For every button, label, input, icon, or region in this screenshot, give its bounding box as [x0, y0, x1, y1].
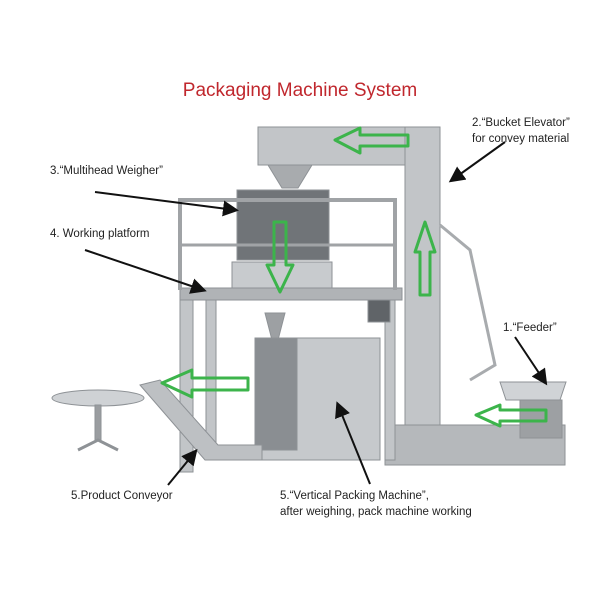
flow-arrows — [160, 126, 548, 428]
elevator-top-flow-arrow — [333, 126, 410, 155]
label-multihead-weigher: 3.“Multihead Weigher” — [50, 165, 163, 177]
machine-body — [51, 126, 567, 473]
weigher-hopper — [267, 164, 313, 189]
bucket-elevator-pointer — [448, 141, 506, 183]
label-feeder: 1.“Feeder” — [503, 322, 557, 334]
callout-arrows — [84, 141, 548, 486]
diagram-title: Packaging Machine System — [182, 80, 418, 101]
feeder-bowl — [499, 381, 567, 401]
label-product-conveyor: 5.Product Conveyor — [71, 490, 173, 502]
elevator-up-flow-arrow — [413, 220, 437, 297]
packing-machine-pointer — [335, 401, 371, 485]
label-line: after weighing, pack machine working — [280, 506, 472, 518]
label-line: for convey material — [472, 133, 570, 145]
touch-screen-panel — [367, 299, 391, 323]
platform-pointer — [84, 249, 207, 294]
feeder-pointer — [514, 336, 548, 386]
forming-tube — [264, 312, 286, 341]
platform-leg — [384, 299, 396, 461]
platform-deck — [179, 287, 403, 301]
platform-leg — [179, 299, 194, 473]
conveyor-pointer — [167, 448, 198, 486]
weigher-pointer — [94, 191, 239, 217]
label-line: 2.“Bucket Elevator” — [472, 117, 570, 129]
label-working-platform: 4. Working platform — [50, 228, 150, 240]
conveyor-flow-arrow — [160, 368, 250, 399]
elevator-column — [404, 126, 441, 453]
collecting-turntable — [51, 389, 145, 407]
label-line: 5.“Vertical Packing Machine”, — [280, 490, 429, 502]
feeder-flow-arrow — [474, 403, 548, 428]
platform-leg — [205, 299, 217, 451]
label-vertical-packing-machine: 5.“Vertical Packing Machine”, after weig… — [280, 488, 472, 520]
label-bucket-elevator: 2.“Bucket Elevator” for convey material — [472, 115, 570, 147]
weigher-down-flow-arrow — [265, 220, 295, 294]
product-conveyor — [139, 379, 263, 461]
